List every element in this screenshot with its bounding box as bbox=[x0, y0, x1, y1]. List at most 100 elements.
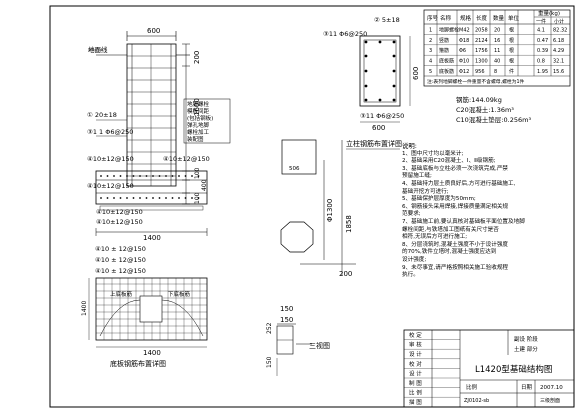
table-cell-length: 1300 bbox=[475, 59, 488, 65]
hdr-length: 长度 bbox=[476, 14, 488, 22]
column-dim-bottom: 600 bbox=[372, 124, 385, 132]
title-block-row-label: 设 计 bbox=[409, 350, 422, 358]
table-cell-sum: 15.6 bbox=[553, 69, 564, 75]
title-block-row-label: 设 计 bbox=[409, 369, 422, 377]
three-view: 506 Φ1300 1858 200 150 150 252 三视图 150 bbox=[266, 139, 356, 376]
dim-150c: 150 bbox=[266, 356, 273, 368]
note-line: 2、基础采用C20混凝土、Ⅰ、Ⅱ级钢筋; bbox=[402, 158, 496, 165]
octagon bbox=[280, 221, 314, 253]
table-cell-sum: 32.1 bbox=[553, 59, 564, 65]
note-line: 相符,无误后方可进行施工; bbox=[402, 234, 468, 241]
title-block-row-label: 制 图 bbox=[409, 379, 422, 387]
table-cell-each: 4.1 bbox=[537, 27, 545, 33]
tb-right-mid: 土建 部分 bbox=[514, 345, 538, 353]
dim-100b: 100 bbox=[194, 192, 201, 204]
upper-base-rebar-label: 上底板筋 bbox=[110, 290, 133, 298]
note-line: 7、基础施工前,要认真核对基础板平面位置及地脚 bbox=[402, 218, 525, 225]
title-block-row-label: 比 例 bbox=[409, 389, 422, 397]
column-section: ② 5±18 ③11 Φ6@250 ③11 Φ6@250 600 600 立柱钢… bbox=[323, 16, 420, 150]
note-line: 6、钢筋接头采用焊接,焊接质量满足相关规 bbox=[402, 203, 509, 210]
base-rebar-dots bbox=[100, 175, 200, 199]
table-cell-length: 1756 bbox=[475, 48, 488, 54]
dim-150a: 150 bbox=[280, 305, 293, 313]
rebar-base-right: ④10±12@150 bbox=[163, 155, 210, 163]
anchor-note: 地脚螺栓 模板间距 (包括钢板) 弹孔地脚 螺栓加工 装配图 bbox=[187, 100, 215, 143]
hdr-spec: 规格 bbox=[460, 14, 472, 22]
note-line: 执行。 bbox=[402, 272, 419, 279]
table-cell-sum: 82.32 bbox=[553, 27, 567, 33]
table-cell-name: 底板筋 bbox=[439, 68, 454, 75]
table-cell-count: 40 bbox=[494, 59, 500, 65]
title-block-row-label: 描 图 bbox=[409, 398, 422, 406]
title-block: 副设 阶段 土建 部分 L1420型基础结构图 比例 日期 2007.10 ZJ… bbox=[403, 329, 575, 408]
note-line: 螺栓间距,与铁塔加工图纸有关尺寸是否 bbox=[402, 226, 499, 233]
dim-100: 100 bbox=[194, 167, 201, 179]
note-line: 5、基础保护层厚度为50mm; bbox=[402, 196, 476, 203]
base-plan-rebar2: ④10 ± 12@150 bbox=[95, 256, 146, 264]
table-cell-each: 1.95 bbox=[537, 69, 548, 75]
dim-1600: 1600 bbox=[193, 98, 201, 116]
note-line: 设计强度; bbox=[402, 256, 427, 263]
table-cell-seq: 1 bbox=[429, 27, 432, 33]
top-square bbox=[281, 139, 317, 175]
ground-line-label: 地面线 bbox=[88, 45, 108, 54]
table-cell-count: 20 bbox=[494, 27, 500, 33]
note-line: 4、基础持力层土质良好后,方可进行基础施工, bbox=[402, 180, 516, 187]
tb-date: 2007.10 bbox=[540, 385, 563, 391]
column-rebar-top: ② 5±18 bbox=[374, 16, 400, 24]
tb-scale-label: 比例 bbox=[466, 383, 478, 391]
title-block-row-label: 审 核 bbox=[409, 341, 422, 349]
base-plan-dim-h: 1400 bbox=[143, 349, 161, 357]
dim-252: 252 bbox=[266, 322, 273, 334]
hdr-name: 名称 bbox=[440, 14, 452, 22]
table-cell-length: 2058 bbox=[475, 27, 488, 33]
hdr-weight: 重量(kg) bbox=[538, 9, 560, 17]
table-cell-seq: 4 bbox=[429, 59, 432, 65]
table-cell-each: 0.8 bbox=[537, 59, 545, 65]
rebar-base-lower: ④10±12@150 bbox=[87, 182, 134, 190]
dim-top-600: 600 bbox=[147, 27, 160, 35]
table-cell-sum: 6.18 bbox=[553, 38, 564, 44]
title-block-row-label: 校 对 bbox=[409, 360, 422, 368]
tb-right-top: 副设 阶段 bbox=[514, 335, 538, 343]
foundation-base bbox=[95, 170, 208, 205]
table-footnote: 注:表列地脚螺栓一件重量不含螺母,螺栓为1件 bbox=[427, 78, 525, 85]
hdr-each: 一件 bbox=[536, 18, 546, 25]
rebar-main-label: ① 20±18 bbox=[87, 111, 117, 119]
note-line: 范要求; bbox=[402, 211, 421, 218]
tb-drawing-no: ZJ0102-sb bbox=[464, 398, 489, 404]
dim-506: 506 bbox=[289, 166, 300, 172]
lower-base-rebar-label: 下底板筋 bbox=[168, 290, 191, 298]
note-line: 的70%,铁件立塔时,混凝土强度应达到 bbox=[402, 249, 497, 256]
base-plan-label: 底板钢筋布置详图 bbox=[110, 359, 166, 368]
table-cell-spec: Φ6 bbox=[459, 48, 466, 54]
table-cell-spec: Φ18 bbox=[459, 38, 469, 44]
base-plan-rebar3: ④10 ± 12@150 bbox=[95, 267, 146, 275]
elevation-view: 600 地面线 200 1600 100 400 100 地脚螺栓 模板间距 (… bbox=[87, 27, 231, 242]
table-cell-each: 0.47 bbox=[537, 38, 548, 44]
rebar-base-bottom2: ④10±12@150 bbox=[96, 218, 143, 226]
note-line: 9、未尽事宜,请严格按照相关施工验收规程 bbox=[402, 264, 509, 271]
table-cell-name: 底板筋 bbox=[439, 58, 454, 65]
table-cell-unit: 件 bbox=[509, 68, 514, 75]
table-cell-each: 0.39 bbox=[537, 48, 548, 54]
dim-1858: 1858 bbox=[345, 215, 353, 233]
table-cell-name: 箍筋 bbox=[439, 47, 449, 54]
hdr-count: 数量 bbox=[493, 14, 505, 22]
note-line: 基础开挖方可进行; bbox=[402, 188, 449, 195]
drawing-title: L1420型基础结构图 bbox=[475, 364, 552, 375]
sheet-border bbox=[49, 5, 575, 408]
base-plan: ④10 ± 12@150 ④10 ± 12@150 ④10 ± 12@150 上… bbox=[81, 245, 208, 368]
dim-400: 400 bbox=[201, 179, 208, 191]
note-line: 8、分层浇筑时,混凝土强度不小于设计强度 bbox=[402, 241, 509, 248]
title-block-row-label: 校 定 bbox=[409, 331, 422, 339]
hdr-sum: 小计 bbox=[554, 18, 564, 25]
column-rebar-bottom: ③11 Φ6@250 bbox=[360, 112, 404, 120]
rebar-base-upper: ④10±12@150 bbox=[87, 155, 134, 163]
column-section-label: 立柱钢筋布置详图 bbox=[346, 139, 402, 148]
hdr-unit: 单位 bbox=[508, 14, 520, 22]
rebar-stirrup-label: ③1 1 Φ6@250 bbox=[87, 128, 133, 136]
table-cell-spec: Φ10 bbox=[459, 59, 469, 65]
table-cell-count: 8 bbox=[494, 69, 497, 75]
